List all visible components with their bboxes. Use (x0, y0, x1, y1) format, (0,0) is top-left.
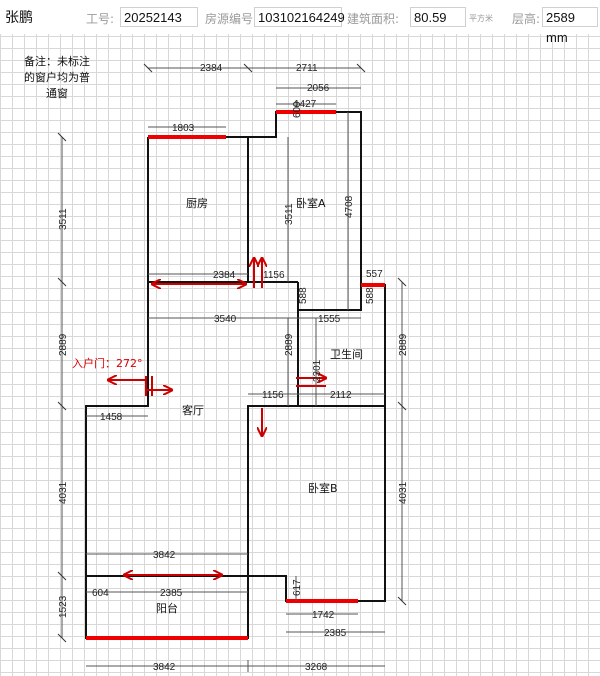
dim-inner-3511: 3511 (284, 203, 295, 225)
dimension-lines (61, 67, 403, 672)
dim-2385a: 2385 (160, 588, 183, 599)
door-arrows (108, 258, 326, 575)
dim-1427: 1427 (294, 99, 317, 110)
dim-588a: 588 (298, 287, 309, 304)
dim-3540: 3540 (214, 314, 237, 325)
dim-2385b: 2385 (324, 628, 347, 639)
dim-3842a: 3842 (153, 550, 176, 561)
dim-2384b: 2384 (213, 270, 236, 281)
entrance-door-label: 入户门：272° (72, 356, 143, 370)
room-living: 客厅 (182, 403, 204, 417)
floor-height-label: 层高: (512, 12, 541, 26)
room-kitchen: 厨房 (186, 197, 208, 210)
dim-1803: 1803 (172, 123, 195, 134)
dim-2301: 2301 (312, 359, 323, 382)
windows (86, 110, 385, 640)
floor-height-field[interactable]: 2589 mm (542, 7, 598, 45)
walls (85, 111, 386, 639)
listing-no-field[interactable]: 103102164249 (254, 7, 345, 27)
dim-2056: 2056 (307, 83, 330, 94)
room-bedroom-b: 卧室B (308, 481, 338, 495)
dim-left-3511: 3511 (58, 208, 69, 230)
dim-inner-2889: 2889 (284, 333, 295, 356)
area-unit-label: 平方米 (469, 14, 493, 23)
dim-1458: 1458 (100, 412, 123, 423)
room-labels: 厨房 卧室A 卫生间 客厅 卧室B 阳台 (156, 196, 363, 615)
dimension-labels: 2384 2711 2056 1427 1803 2384 1156 557 3… (58, 63, 409, 673)
dim-top-right: 2711 (296, 63, 318, 74)
dim-right-2889: 2889 (398, 333, 409, 356)
dim-604: 604 (92, 588, 109, 599)
dim-left-4031: 4031 (58, 481, 69, 504)
listing-no-label: 房源编号 (205, 12, 254, 26)
room-bathroom: 卫生间 (330, 347, 363, 361)
dim-617: 617 (292, 579, 303, 596)
dim-top-left: 2384 (200, 63, 223, 74)
dim-right-4031: 4031 (398, 481, 409, 504)
area-field[interactable]: 80.59 (410, 7, 466, 27)
dim-1156a: 1156 (263, 270, 285, 281)
dim-left-1523: 1523 (58, 595, 69, 618)
dimension-ticks (57, 63, 407, 643)
dim-bottom-3268: 3268 (305, 662, 328, 673)
dim-4708: 4708 (344, 195, 355, 218)
area-label: 建筑面积: (347, 12, 400, 26)
room-bedroom-a: 卧室A (296, 196, 326, 210)
dim-1555: 1555 (318, 314, 341, 325)
dim-557: 557 (366, 269, 383, 280)
dim-left-2889: 2889 (58, 333, 69, 356)
dim-1742: 1742 (312, 610, 335, 621)
dim-bottom-3842: 3842 (153, 662, 176, 673)
room-balcony: 阳台 (156, 601, 178, 615)
job-no-label: 工号: (86, 12, 115, 26)
job-no-field[interactable]: 20252143 (120, 7, 198, 27)
legend-note: 备注：未标注的窗户均为普通窗 (24, 55, 90, 100)
dim-1156b: 1156 (262, 390, 284, 401)
dim-588b: 588 (365, 287, 376, 304)
dim-609: 609 (292, 101, 303, 118)
agent-name-field[interactable]: 张鹏 (2, 7, 78, 27)
dim-2112: 2112 (330, 390, 352, 401)
